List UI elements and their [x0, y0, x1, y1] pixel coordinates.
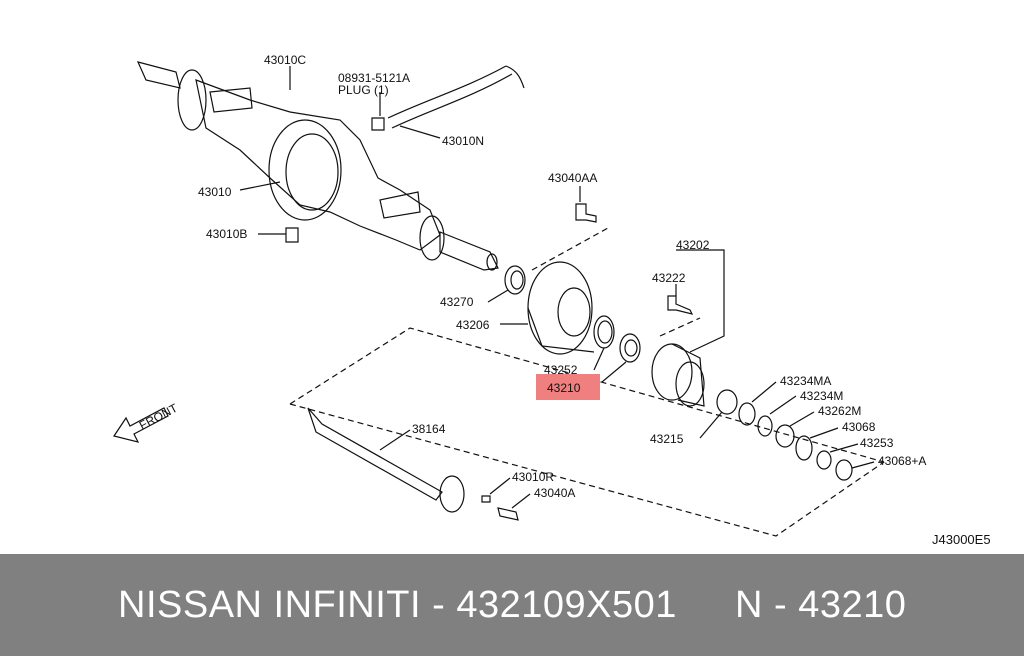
axle-hub-barrel — [675, 361, 705, 407]
axle-hub-43202 — [651, 343, 693, 401]
brake-rotor-43206 — [527, 261, 593, 355]
front-arrow-icon — [113, 407, 169, 443]
label-43252: 43252 — [544, 363, 578, 377]
leader-43040A — [511, 493, 531, 509]
leader-43234MA — [751, 381, 777, 403]
label-43068: 43068 — [842, 420, 876, 434]
breather-hose-end — [505, 65, 525, 89]
label-43210: 43210 — [547, 381, 581, 395]
part-number-banner: NISSAN INFINITI - 432109X501 N - 43210 — [0, 554, 1024, 656]
breather-hose-top — [391, 73, 513, 129]
axle-housing-body — [195, 79, 441, 251]
diagram-reference: N - 43210 — [735, 584, 907, 626]
label-43202: 43202 — [676, 238, 710, 252]
label-43234MA: 43234MA — [780, 374, 831, 388]
leader-43068A — [851, 461, 875, 469]
leader-43252 — [593, 347, 605, 371]
diagram-code: J43000E5 — [932, 532, 991, 547]
spring-seat-right — [379, 191, 421, 219]
dash-43040AA — [531, 227, 609, 271]
label-43040AA: 43040AA — [548, 171, 597, 185]
bearing-43210 — [619, 333, 641, 363]
label-08931-5121A: 08931-5121A — [338, 71, 410, 85]
leader-43010 — [239, 181, 281, 191]
label-43253: 43253 — [860, 436, 894, 450]
leader-43010N — [399, 125, 441, 139]
leader-38164 — [379, 429, 411, 451]
bolt-43040AA — [575, 203, 597, 223]
leader-43253 — [829, 443, 859, 453]
exploded-parts-diagram: 43010C 08931-5121A PLUG (1) 43010N 43010… — [113, 53, 991, 547]
label-43010R: 43010R — [512, 470, 554, 484]
seal-43270 — [504, 265, 526, 295]
brand-part-number: NISSAN INFINITI - 432109X501 — [118, 584, 677, 626]
axle-end — [486, 253, 498, 271]
label-43222: 43222 — [652, 271, 686, 285]
leader-43215 — [699, 411, 723, 439]
label-43010C: 43010C — [264, 53, 306, 67]
label-43010N: 43010N — [442, 134, 484, 148]
axle-housing-left-shaft — [136, 61, 181, 89]
bearing-43210-inner — [624, 339, 638, 357]
drawing-lines — [113, 61, 885, 537]
label-43262M: 43262M — [818, 404, 861, 418]
brake-rotor-edge — [527, 307, 595, 353]
differential-opening — [285, 133, 339, 211]
nut-43262M — [775, 424, 795, 448]
label-43068-A: 43068+A — [878, 454, 926, 468]
axle-hub-side — [671, 343, 705, 407]
label-43010: 43010 — [198, 185, 232, 199]
washer-43234MA — [738, 402, 756, 426]
brake-rotor-hub — [557, 287, 591, 337]
leader-43068 — [809, 427, 839, 439]
dash-43222 — [659, 317, 701, 337]
label-43234M: 43234M — [800, 389, 843, 403]
axle-housing-right-flange — [419, 215, 445, 261]
washer-43068 — [795, 435, 813, 461]
axle-shaft-flange — [439, 475, 465, 513]
bearing-43215 — [716, 389, 738, 415]
hub-bolt-43222 — [667, 295, 694, 315]
washer-43234M — [757, 415, 773, 437]
leader-43010R — [489, 477, 511, 495]
label-43040A: 43040A — [534, 486, 575, 500]
differential-cover — [268, 119, 342, 221]
breather-hose-bottom — [387, 65, 507, 119]
spring-seat-left — [209, 87, 253, 113]
axle-shaft-38164 — [307, 407, 443, 501]
bolt-43040A — [497, 507, 519, 521]
leader-43202 — [676, 249, 725, 353]
part-43010B — [285, 227, 299, 243]
leader-43234M — [769, 395, 797, 415]
label-38164: 38164 — [412, 422, 446, 436]
label-plug: PLUG (1) — [338, 83, 389, 97]
plug-part — [371, 117, 385, 131]
highlight-43210 — [536, 374, 600, 400]
seal-43270-inner — [510, 270, 524, 290]
nut-43253 — [816, 450, 832, 470]
leader-43262M — [789, 411, 815, 427]
part-43010R — [481, 495, 491, 503]
label-43270: 43270 — [440, 295, 474, 309]
label-43215: 43215 — [650, 432, 684, 446]
label-43206: 43206 — [456, 318, 490, 332]
leader-43210 — [601, 361, 627, 383]
diagram-canvas: 43010C 08931-5121A PLUG (1) 43010N 43010… — [113, 53, 991, 547]
spacer-43252-inner — [597, 320, 613, 344]
assembly-dash-top — [289, 327, 885, 463]
assembly-dash-bottom — [289, 403, 885, 537]
label-43010B: 43010B — [206, 227, 247, 241]
label-front: FRONT — [137, 401, 181, 433]
axle-housing-left-flange — [177, 69, 207, 131]
washer-43068A — [835, 459, 853, 481]
leader-43270 — [487, 289, 509, 303]
axle-housing-right-shaft — [439, 231, 499, 271]
